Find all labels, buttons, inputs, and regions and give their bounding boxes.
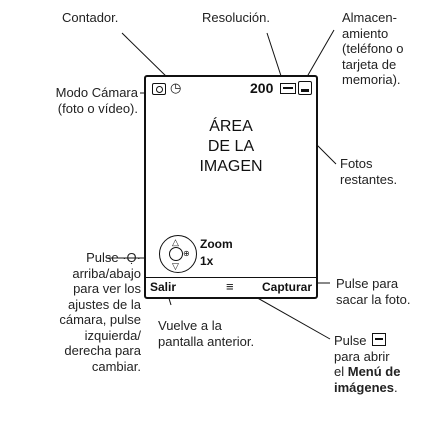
nav-key-callout: Pulse ·Ọ· arriba/abajo para ver los ajus… [59, 250, 141, 374]
navigation-key-icon[interactable]: △ ▽ ⊕ [159, 235, 197, 273]
storage-icon [298, 81, 312, 95]
back-callout: Vuelve a la pantalla anterior. [158, 318, 255, 349]
capture-softkey[interactable]: Capturar [261, 280, 312, 294]
storage-callout: Almacen- amiento (teléfono o tarjeta de … [342, 10, 404, 87]
camera-mode-icon [152, 83, 166, 95]
zoom-label: Zoom [200, 237, 233, 251]
menu-callout: Pulse para abrir el Menú de imágenes. [334, 333, 401, 395]
camera-viewfinder-screen: ◷ 200 ÁREA DE LA IMAGEN △ ▽ ⊕ Zoom 1x Sa… [144, 75, 318, 299]
menu-key-icon [372, 333, 387, 346]
timer-icon: ◷ [170, 80, 182, 95]
remaining-count: 200 [250, 80, 274, 96]
counter-callout: Contador. [62, 10, 119, 25]
exit-softkey[interactable]: Salir [150, 280, 177, 294]
image-area-label: ÁREA DE LA IMAGEN [199, 118, 263, 175]
resolution-callout: Resolución. [202, 10, 270, 25]
resolution-icon [280, 83, 296, 94]
zoom-value: 1x [200, 254, 214, 268]
camera-mode-callout: Modo Cámara (foto o vídeo). [55, 85, 138, 116]
menu-softkey-icon[interactable]: ≡ [226, 279, 234, 294]
remaining-callout: Fotos restantes. [340, 156, 398, 187]
softkey-bar: Salir ≡ Capturar [146, 277, 316, 298]
capture-callout: Pulse para sacar la foto. [336, 276, 411, 307]
